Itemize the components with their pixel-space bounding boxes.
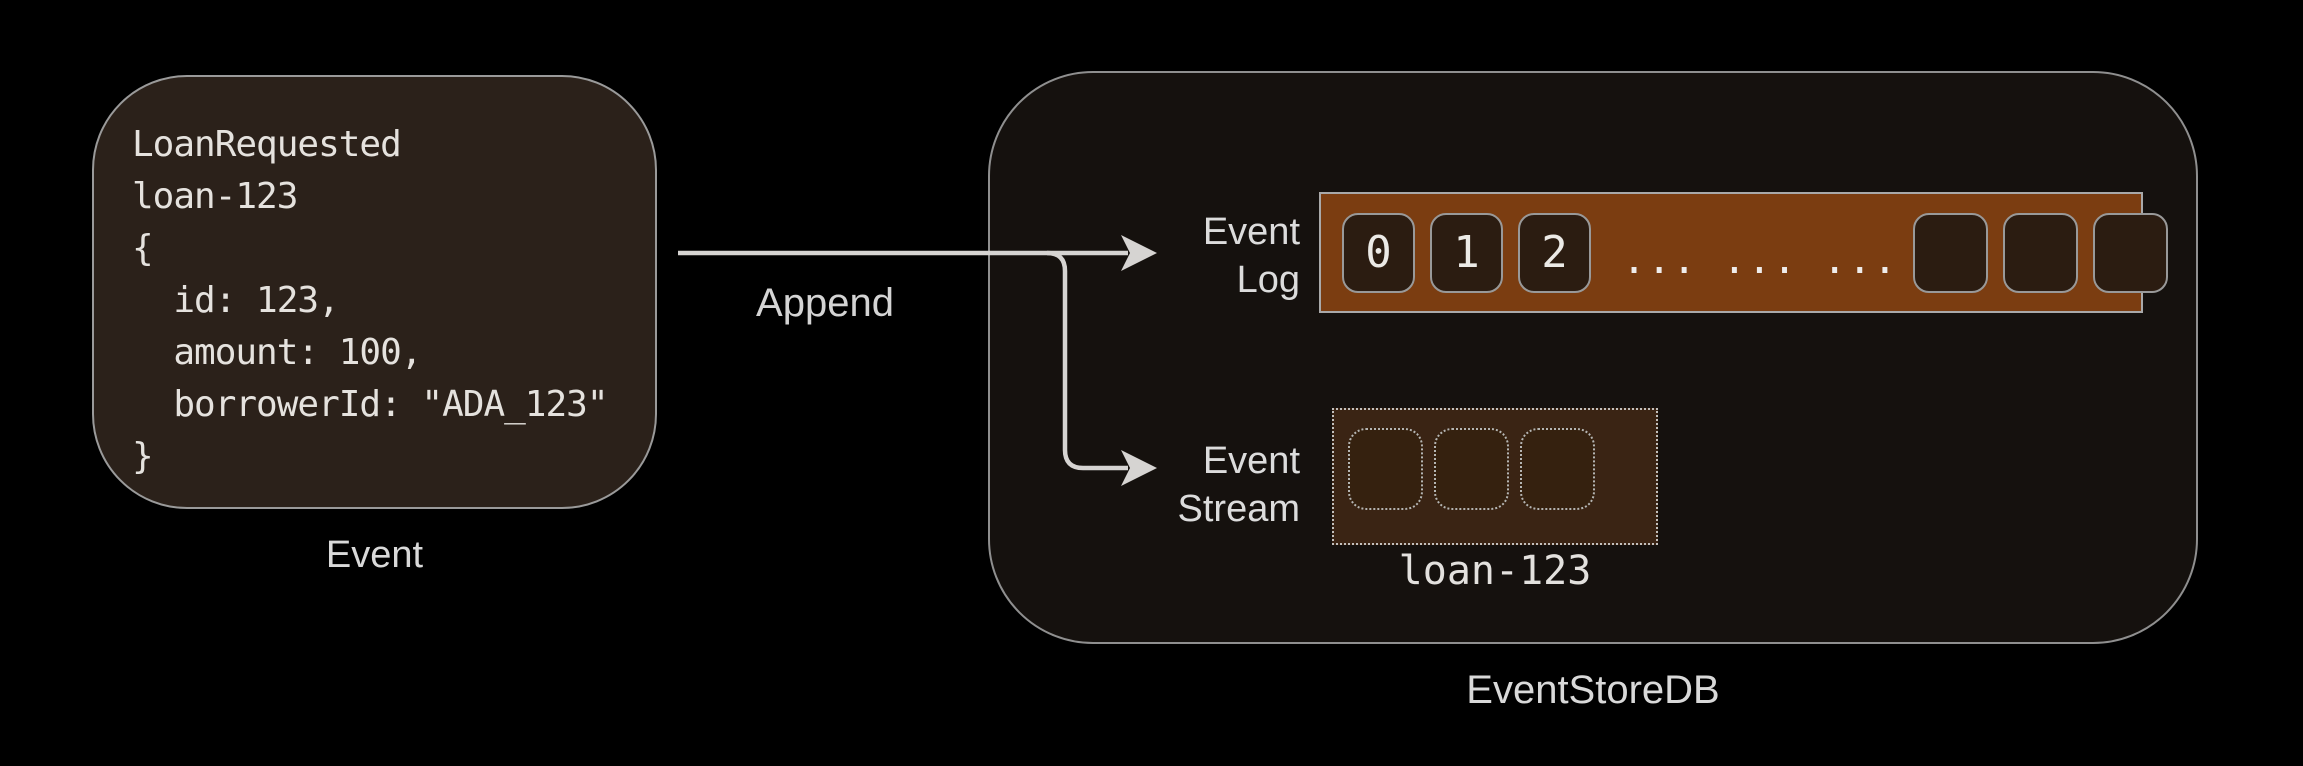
event-stream-label: Event Stream (1060, 437, 1300, 533)
stream-cell (1348, 428, 1423, 510)
log-empty-cell (2092, 212, 2168, 293)
code-line: } (132, 436, 154, 477)
stream-caption: loan-123 (1398, 548, 1592, 594)
log-cell-2: 2 (1518, 212, 1591, 293)
log-cell-1: 1 (1430, 212, 1503, 293)
stream-cell (1520, 428, 1595, 510)
event-log-label-line2: Log (1236, 259, 1300, 301)
code-line: id: 123, (132, 280, 339, 321)
log-cell-0: 0 (1342, 212, 1415, 293)
log-empty-cell (1912, 212, 1988, 293)
event-card-code: LoanRequested loan-123 { id: 123, amount: … (132, 119, 635, 483)
eventstore-caption: EventStoreDB (1466, 668, 1720, 712)
event-log-label-line1: Event (1202, 211, 1300, 253)
event-stream-label-line1: Event (1202, 440, 1300, 482)
event-card-caption: Event (325, 534, 424, 576)
code-line: loan-123 (132, 176, 298, 217)
event-stream-box (1332, 408, 1658, 545)
code-line: borrowerId: "ADA_123" (132, 384, 608, 425)
eventstore-container (988, 71, 2198, 644)
stream-cell (1434, 428, 1509, 510)
event-log-label: Event Log (1100, 208, 1300, 304)
code-line: LoanRequested (132, 124, 402, 165)
log-empty-cell (2002, 212, 2078, 293)
event-log-bar: 0 1 2 ... ... ... (1319, 192, 2168, 313)
code-line: amount: 100, (132, 332, 422, 373)
event-stream-label-line2: Stream (1177, 488, 1300, 530)
event-card: LoanRequested loan-123 { id: 123, amount: … (92, 75, 657, 509)
log-empty-cells (1898, 212, 2168, 293)
append-label: Append (756, 281, 894, 325)
code-line: { (132, 228, 154, 269)
log-ellipsis: ... ... ... (1622, 236, 1898, 283)
